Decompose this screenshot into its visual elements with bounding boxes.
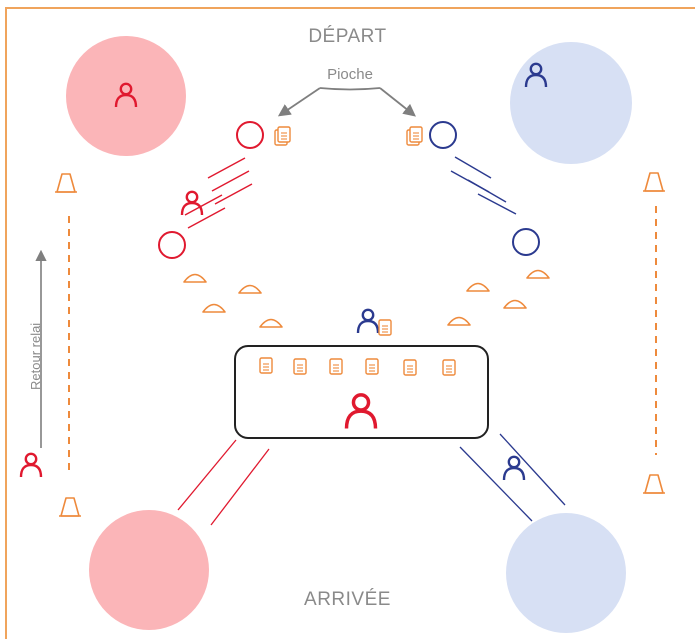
blue-finish-zone	[506, 513, 626, 633]
red-ring-lower	[158, 231, 186, 259]
blue-finish-lines	[459, 433, 566, 522]
red-card-stack-icon	[274, 126, 291, 146]
blue-hurdles	[450, 156, 517, 215]
blue-ring-lower	[512, 228, 540, 256]
retour-relai-label: Retour relai	[28, 322, 43, 390]
pioche-arrow-right	[379, 87, 416, 117]
mini-cones	[183, 269, 550, 328]
pioche-arrow-top	[319, 87, 381, 91]
right-bottom-cone-icon	[642, 474, 666, 494]
left-bottom-cone-icon	[58, 497, 82, 517]
carried-card-icon	[378, 319, 392, 336]
pioche-label: Pioche	[327, 66, 373, 83]
red-finish-zone	[89, 510, 209, 630]
red-returner-icon	[19, 452, 43, 479]
red-ring	[236, 121, 264, 149]
left-top-cone-icon	[54, 173, 78, 193]
blue-carrier-icon	[356, 308, 380, 335]
arrivee-title: ARRIVÉE	[304, 589, 391, 610]
blue-ring	[429, 121, 457, 149]
field-border	[5, 7, 695, 639]
right-top-cone-icon	[642, 172, 666, 192]
depart-title: DÉPART	[308, 26, 387, 47]
blue-finisher-icon	[502, 455, 526, 482]
pioche-arrow-left	[277, 87, 321, 117]
blue-start-zone	[510, 42, 632, 164]
red-finish-lines	[177, 439, 270, 526]
blue-card-stack-icon	[406, 126, 423, 146]
red-hurdles	[184, 157, 253, 229]
